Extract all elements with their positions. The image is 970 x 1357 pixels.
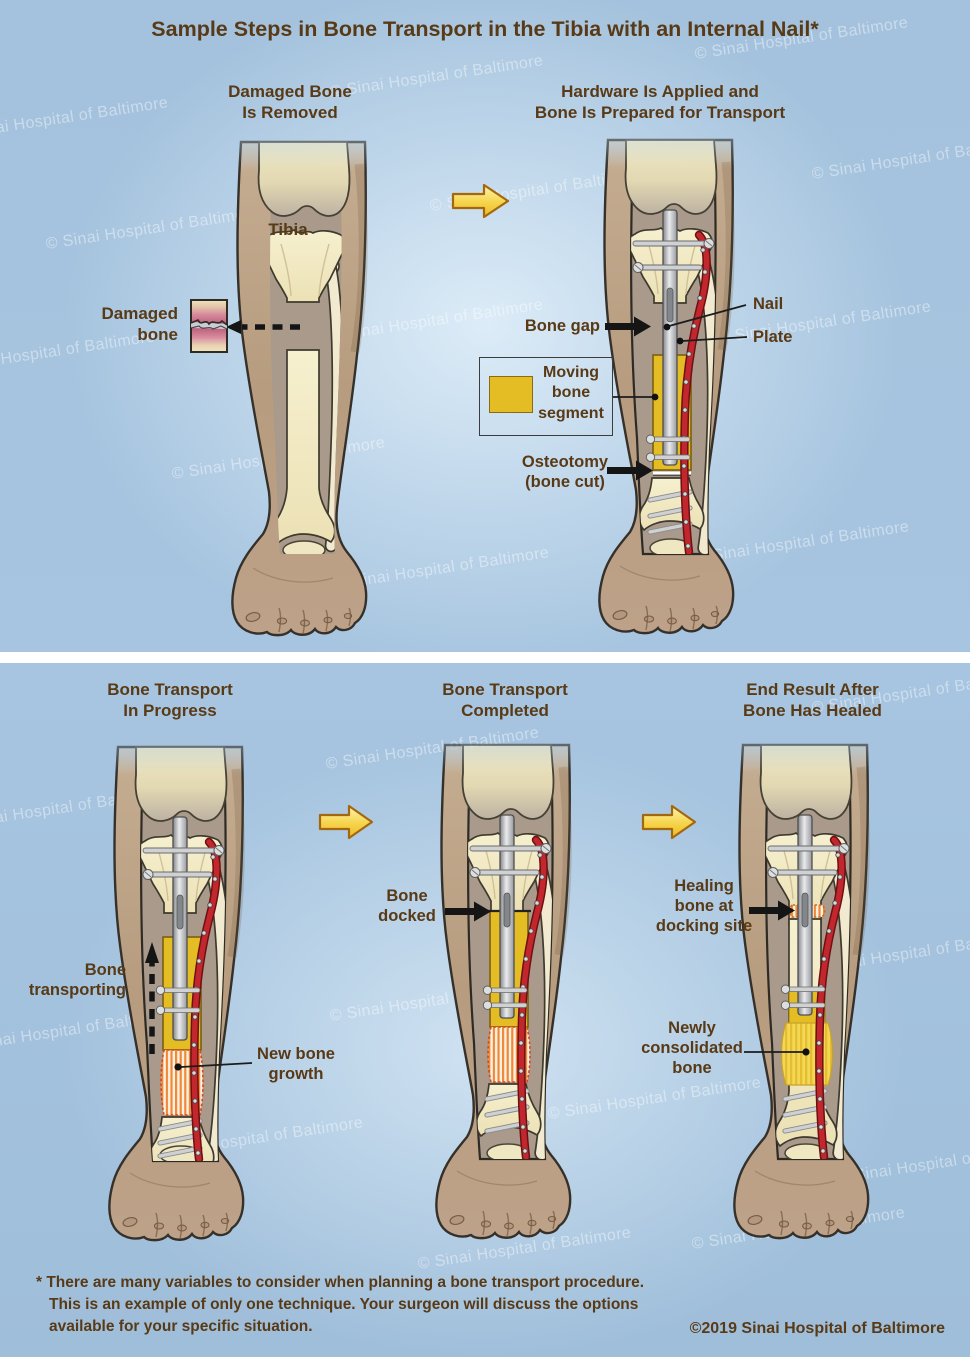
nail-label: Nail	[753, 295, 784, 313]
section-divider	[0, 652, 970, 663]
healing-bone-label: Healing bone at docking site	[655, 877, 753, 936]
femur-bone	[759, 744, 853, 820]
footnote: * There are many variables to consider w…	[36, 1274, 645, 1335]
femur-bone	[134, 746, 228, 822]
leg-illustration-hardware-applied	[550, 138, 790, 638]
newly-consolidated-label: Newly consolidated bone	[641, 1019, 743, 1078]
panel4-title: Bone Transport Completed	[442, 680, 568, 720]
proximal-locking-screw	[632, 240, 710, 247]
bone-transporting-label: Bone transporting	[28, 961, 126, 1000]
proximal-locking-screw	[142, 847, 220, 854]
distal-locking-screw	[649, 454, 691, 460]
distal-locking-screw	[486, 1002, 528, 1008]
step-arrow-2-icon	[318, 804, 374, 840]
distal-locking-screw	[649, 436, 691, 442]
watermark-text: © Sinai Hospital of Baltimore	[810, 134, 970, 183]
bone-gap-label: Bone gap	[524, 317, 600, 335]
moving-bone-segment-swatch	[489, 376, 533, 413]
distal-locking-screw	[486, 987, 528, 993]
copyright: ©2019 Sinai Hospital of Baltimore	[689, 1320, 945, 1337]
new-bone-growth-label: New bone growth	[257, 1045, 335, 1084]
consolidated-bone-region	[780, 1022, 834, 1086]
leg-illustration-damaged-removed	[183, 140, 423, 640]
femur-bone	[624, 139, 718, 215]
panel2-title: Hardware Is Applied and Bone Is Prepared…	[534, 82, 786, 122]
osteotomy-label: Osteotomy (bone cut)	[521, 453, 609, 492]
tibia-label: Tibia	[268, 220, 308, 239]
leg-illustration-transport-in-progress	[60, 745, 300, 1245]
intramedullary-nail	[662, 209, 678, 466]
damaged-bone-label: Damaged bone	[101, 304, 178, 344]
panel1-title: Damaged Bone Is Removed	[228, 82, 352, 122]
distal-locking-screw	[159, 1007, 201, 1013]
page-title: Sample Steps in Bone Transport in the Ti…	[151, 17, 819, 41]
distal-locking-screw	[784, 986, 826, 992]
moving-bone-segment-legend	[479, 357, 613, 436]
panel5-title: End Result After Bone Has Healed	[743, 680, 882, 720]
watermark-text: © Sinai Hospital of Baltimore	[0, 94, 170, 143]
proximal-locking-screw	[767, 845, 845, 852]
ankle-bones	[282, 540, 326, 554]
proximal-locking-screw	[469, 845, 547, 852]
leg-illustration-end-result	[685, 743, 925, 1243]
femur-bone	[257, 141, 351, 217]
femur-bone	[461, 744, 555, 820]
moving-bone-segment-label: Moving bone segment	[538, 364, 604, 422]
distal-locking-screw	[159, 987, 201, 993]
distal-locking-screw	[784, 1002, 826, 1008]
bone-docked-label: Bone docked	[378, 887, 436, 926]
leg-illustration-transport-completed	[387, 743, 627, 1243]
panel3-title: Bone Transport In Progress	[107, 680, 233, 720]
plate-label: Plate	[753, 328, 793, 346]
